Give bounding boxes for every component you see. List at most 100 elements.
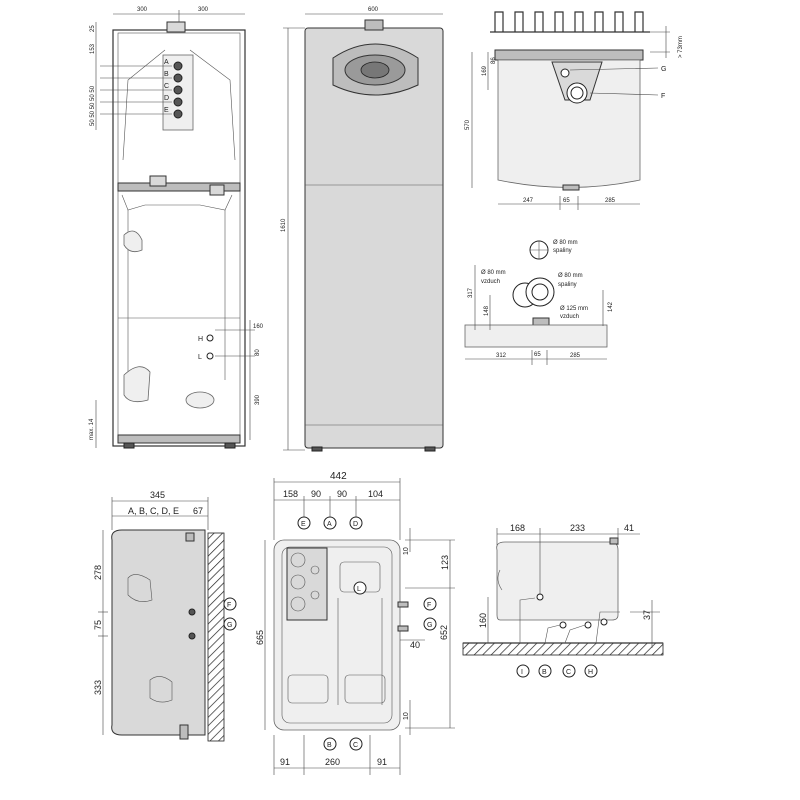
dim-wall-333: 333 (93, 680, 103, 695)
plan-callout-b (323, 737, 337, 751)
plan-label-e: E (301, 521, 306, 528)
floor-label-c: C (566, 669, 571, 676)
dim-floor-37: 37 (642, 610, 652, 620)
shelf-valve (149, 175, 167, 187)
dim-wall-group: A, B, C, D, E (128, 506, 179, 516)
dim-front-390: 390 (255, 394, 261, 405)
dim-plan-90a: 90 (311, 489, 321, 499)
connector-e (173, 109, 183, 119)
dim-plan-652: 652 (439, 625, 449, 640)
floor-port-b (559, 621, 567, 629)
upper-pipe-right (189, 49, 236, 161)
connector-d (173, 97, 183, 107)
wall-side-port-b (149, 676, 173, 703)
dim-front-top: 25 (90, 25, 96, 32)
connector-a (173, 61, 183, 71)
top-view-header (494, 49, 644, 61)
upper-pipe-left (122, 49, 166, 161)
top-view-g-port (560, 68, 570, 78)
dim-top-285: 285 (605, 198, 616, 204)
plan-label-l: L (357, 586, 361, 593)
plan-valve-5 (310, 590, 320, 600)
flue-top-diameter: Ø 80 mm (553, 240, 578, 246)
dim-top-86: 86 (491, 57, 497, 64)
foot-left (123, 442, 135, 449)
plan-label-c: C (353, 742, 358, 749)
dim-plan-91b: 91 (377, 757, 387, 767)
dim-plan-40: 40 (410, 640, 420, 650)
dim-plan-123: 123 (440, 555, 450, 570)
dim-plan-91a: 91 (280, 757, 290, 767)
plan-callout-c (349, 737, 363, 751)
tank-port-upper (123, 230, 143, 253)
floor-callout-i (516, 664, 530, 678)
dim-front-feet: max. 14 (89, 418, 95, 440)
floor-callout-c (562, 664, 576, 678)
wall-label-f: F (227, 602, 231, 609)
dim-flue-317: 317 (468, 287, 474, 298)
dim-floor-233: 233 (570, 523, 585, 533)
dim-flue-285: 285 (570, 353, 581, 359)
tank-port-lower (123, 366, 151, 403)
top-label-g: G (661, 66, 666, 73)
dim-floor-160: 160 (478, 613, 488, 628)
connector-c (173, 85, 183, 95)
wall-side-view: F G 345 A, B, C, D, E 67 278 75 333 (93, 490, 237, 742)
dim-plan-665: 665 (255, 630, 265, 645)
dim-plan-104: 104 (368, 489, 383, 499)
display-screen (360, 61, 390, 79)
wall-grate (494, 11, 644, 32)
floor-callout-b (538, 664, 552, 678)
plan-pipe-g (397, 625, 409, 632)
dim-front-width-right: 300 (198, 7, 209, 13)
dim-plan-10a: 10 (403, 547, 410, 555)
dim-plan-442: 442 (330, 471, 347, 482)
air-diameter: Ø 80 mm (481, 270, 506, 276)
wall-side-port-a (127, 574, 153, 602)
wall-port-g (188, 632, 196, 640)
dim-wall-345: 345 (150, 490, 165, 500)
plan-label-a: A (327, 521, 332, 528)
flue-top-name: spaliny (553, 248, 572, 254)
dim-front-l: 80 (255, 349, 261, 356)
connector-h (206, 334, 214, 342)
flue-outlet (166, 21, 186, 33)
label-h: H (198, 336, 203, 343)
plan-callout-g (423, 617, 437, 631)
closed-unit-flue (364, 19, 384, 31)
wall-callout-f (223, 597, 237, 611)
front-view: A B C D E H L 300 300 25 153 50 50 50 50… (89, 7, 264, 449)
dim-wall-278: 278 (93, 565, 103, 580)
dim-plan-158: 158 (283, 489, 298, 499)
floor-unit-contour (497, 569, 503, 591)
wall-side-pipe-top (185, 532, 195, 542)
floor-side-view: I B C H 168 233 41 160 37 (462, 523, 664, 678)
connector-b (173, 73, 183, 83)
dim-top-169: 169 (482, 65, 488, 76)
wall-hatch (207, 532, 225, 742)
dim-plan-260: 260 (325, 757, 340, 767)
air-name: vzduch (481, 279, 500, 285)
tank-top (121, 194, 233, 211)
dim-plan-90b: 90 (337, 489, 347, 499)
plan-label-b: B (327, 742, 332, 749)
flue-mid-name: spaliny (558, 282, 577, 288)
front-plinth (117, 434, 241, 444)
conn-label-c: C (164, 83, 169, 90)
wall-callout-g (223, 617, 237, 631)
boiler-shelf (117, 182, 241, 192)
dim-flue-312: 312 (496, 353, 507, 359)
plan-lower-box-right (344, 674, 386, 704)
flue-view: Ø 80 mm spaliny Ø 80 mm vzduch Ø 80 mm s… (464, 240, 614, 365)
coax-inner-circle (531, 283, 549, 301)
floor-callout-h (584, 664, 598, 678)
plan-view: L F G E A D B C 442 158 90 90 104 (255, 471, 455, 775)
tank-drain (185, 391, 215, 409)
dim-flue-148: 148 (484, 305, 490, 316)
floor-port-h (600, 618, 608, 626)
dim-top-247: 247 (523, 198, 534, 204)
dim-top-clear: > 73mm (678, 36, 684, 58)
dim-closed-width: 600 (368, 7, 379, 13)
closed-foot-right (424, 446, 436, 452)
